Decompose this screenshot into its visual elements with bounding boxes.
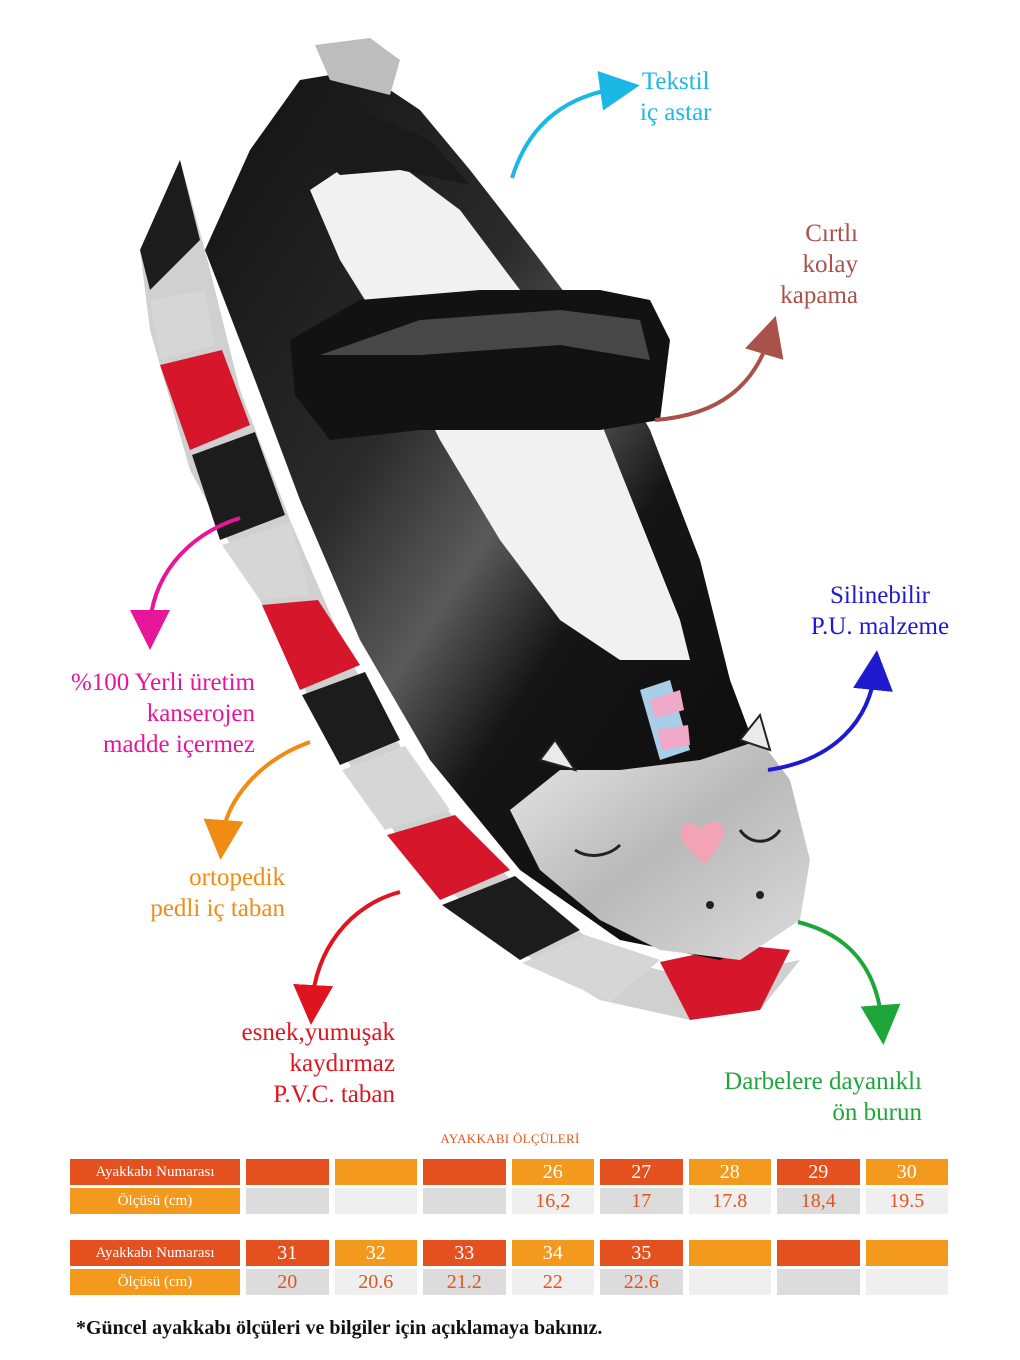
callout-toe-line1: Darbelere dayanıklı — [724, 1068, 922, 1095]
callout-velcro-line1: Cırtlı — [805, 220, 858, 247]
lining-arrow — [510, 70, 640, 179]
size-number-cell: 31 — [246, 1240, 329, 1266]
callout-sole: esnek,yumuşak kaydırmaz P.V.C. taban — [195, 1017, 395, 1110]
size-number-cell: 29 — [777, 1159, 860, 1185]
callout-sole-line1: esnek,yumuşak — [241, 1019, 395, 1046]
size-number-label: Ayakkabı Numarası — [70, 1240, 240, 1266]
size-cm-cell: 21.2 — [423, 1269, 506, 1295]
callout-velcro-line2: kolay — [802, 251, 858, 278]
callout-erasable-line1: Silinebilir — [830, 582, 930, 609]
size-cm-cell — [246, 1188, 329, 1214]
size-cm-cell: 22 — [511, 1269, 594, 1295]
callout-insole: ortopedik pedli iç taban — [85, 862, 285, 924]
callout-velcro-line3: kapama — [780, 282, 858, 309]
size-number-cell: 28 — [688, 1159, 771, 1185]
size-cm-cell — [688, 1269, 771, 1295]
insole-arrow — [203, 740, 311, 860]
callout-local-line1: %100 Yerli üretim — [70, 669, 255, 696]
footnote: *Güncel ayakkabı ölçüleri ve bilgiler iç… — [76, 1317, 603, 1339]
callout-local-line3: madde içermez — [103, 731, 255, 758]
size-cm-cell: 17.8 — [688, 1188, 771, 1214]
size-number-cell — [688, 1240, 771, 1266]
product-illustration — [130, 38, 901, 1045]
size-cm-row: Ölçüsü (cm) 16,2 17 17.8 18,4 19.5 — [70, 1188, 948, 1214]
size-number-cell — [334, 1159, 417, 1185]
size-cm-cell: 19.5 — [865, 1188, 948, 1214]
size-number-label: Ayakkabı Numarası — [70, 1159, 240, 1185]
size-cm-cell — [865, 1269, 948, 1295]
size-number-cell — [246, 1159, 329, 1185]
size-number-cell — [865, 1240, 948, 1266]
size-table-1: Ayakkabı Numarası 26 27 28 29 30 Ölçüsü … — [64, 1156, 954, 1217]
callout-toe-line2: ön burun — [832, 1099, 922, 1126]
callout-local: %100 Yerli üretim kanserojen madde içerm… — [40, 667, 255, 760]
size-number-cell: 30 — [865, 1159, 948, 1185]
size-cm-cell: 20.6 — [334, 1269, 417, 1295]
size-cm-cell — [423, 1188, 506, 1214]
size-number-row: Ayakkabı Numarası 31 32 33 34 35 — [70, 1240, 948, 1266]
callout-lining-line2: iç astar — [640, 99, 712, 126]
size-cm-row: Ölçüsü (cm) 20 20.6 21.2 22 22.6 — [70, 1269, 948, 1295]
callout-toe: Darbelere dayanıklı ön burun — [690, 1066, 922, 1128]
size-cm-cell: 17 — [600, 1188, 683, 1214]
size-number-cell — [423, 1159, 506, 1185]
callout-lining: Tekstil iç astar — [640, 66, 711, 128]
size-chart-title: AYAKKABI ÖLÇÜLERİ — [440, 1131, 580, 1146]
toe-arrow — [797, 920, 901, 1045]
size-cm-cell — [777, 1269, 860, 1295]
erasable-arrow — [767, 650, 893, 772]
size-number-cell: 26 — [511, 1159, 594, 1185]
callout-lining-line1: Tekstil — [641, 68, 710, 95]
callout-insole-line2: pedli iç taban — [150, 895, 285, 922]
size-cm-cell: 20 — [246, 1269, 329, 1295]
callout-erasable-line2: P.U. malzeme — [810, 613, 950, 640]
local-arrow — [130, 516, 241, 650]
size-number-cell — [777, 1240, 860, 1266]
callout-velcro: Cırtlı kolay kapama — [730, 218, 858, 311]
callout-local-line2: kanserojen — [146, 700, 255, 727]
size-number-row: Ayakkabı Numarası 26 27 28 29 30 — [70, 1159, 948, 1185]
size-cm-cell — [334, 1188, 417, 1214]
size-table-2: Ayakkabı Numarası 31 32 33 34 35 Ölçüsü … — [64, 1237, 954, 1298]
velcro-arrow — [654, 315, 784, 422]
size-cm-label: Ölçüsü (cm) — [70, 1188, 240, 1214]
callout-insole-line1: ortopedik — [189, 864, 285, 891]
callout-sole-line3: P.V.C. taban — [273, 1081, 395, 1108]
size-number-cell: 35 — [600, 1240, 683, 1266]
callout-sole-line2: kaydırmaz — [289, 1050, 395, 1077]
size-cm-cell: 16,2 — [511, 1188, 594, 1214]
callout-erasable: Silinebilir P.U. malzeme — [780, 580, 980, 642]
sole-arrow — [293, 890, 401, 1025]
size-number-cell: 34 — [511, 1240, 594, 1266]
size-cm-label: Ölçüsü (cm) — [70, 1269, 240, 1295]
size-number-cell: 32 — [334, 1240, 417, 1266]
size-number-cell: 33 — [423, 1240, 506, 1266]
size-cm-cell: 18,4 — [777, 1188, 860, 1214]
shoe — [140, 38, 810, 1020]
size-cm-cell: 22.6 — [600, 1269, 683, 1295]
size-number-cell: 27 — [600, 1159, 683, 1185]
